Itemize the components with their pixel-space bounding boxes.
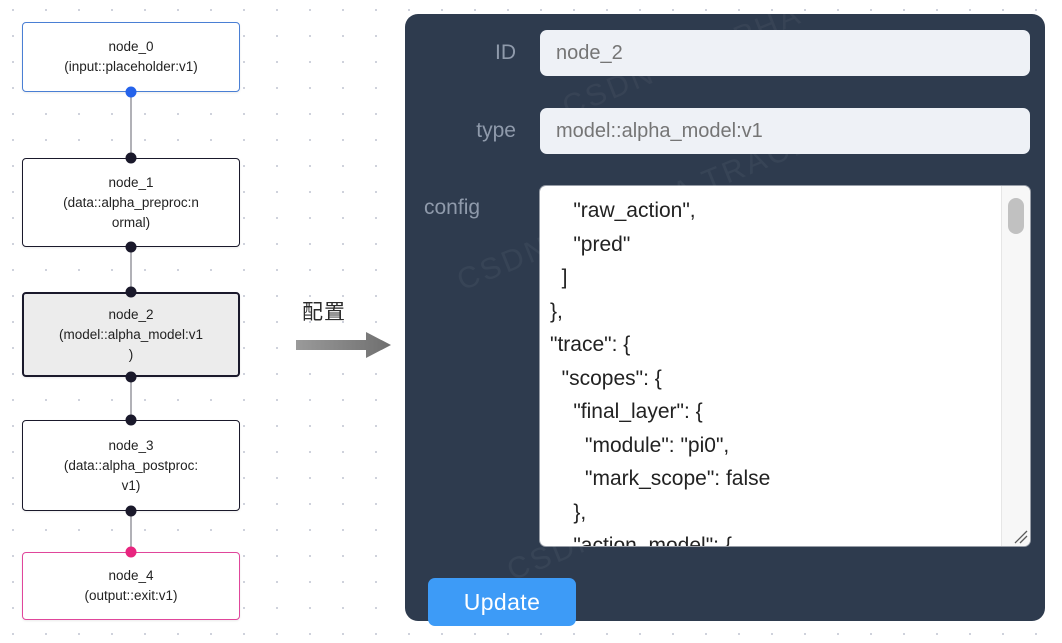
node-handle-node_3-source[interactable] [125,505,137,517]
edge-node3-node4 [130,511,132,552]
resize-grip-icon[interactable] [1012,528,1028,544]
arrow-right-icon [296,332,391,358]
id-field-label: ID [495,41,516,64]
node-handle-node_4-target[interactable] [125,546,137,558]
type-input[interactable] [540,108,1030,154]
graph-node-node_3[interactable]: node_3 (data::alpha_postproc: v1) [22,420,240,511]
transition-annotation: 配置 [296,296,396,362]
node-handle-node_1-source[interactable] [125,241,137,253]
edge-node1-node2 [130,247,132,292]
graph-node-label: node_2 (model::alpha_model:v1 ) [58,306,204,362]
config-textarea-wrapper: "raw_action", "pred" ] }, "trace": { "sc… [540,186,1030,546]
graph-node-node_4[interactable]: node_4 (output::exit:v1) [22,552,240,620]
id-input[interactable] [540,30,1030,76]
graph-node-label: node_3 (data::alpha_postproc: v1) [63,437,199,493]
node-handle-node_0-source[interactable] [125,86,137,98]
config-scrollbar[interactable] [1001,186,1030,546]
graph-node-label: node_1 (data::alpha_preproc:n ormal) [63,174,199,230]
graph-node-label: node_4 (output::exit:v1) [84,568,178,603]
graph-node-label: node_0 (input::placeholder:v1) [64,39,198,74]
field-row-id: ID [424,30,1034,76]
node-handle-node_2-source[interactable] [125,371,137,383]
edge-node0-node1 [130,92,132,158]
node-handle-node_1-target[interactable] [125,152,137,164]
config-textarea[interactable]: "raw_action", "pred" ] }, "trace": { "sc… [550,199,771,546]
transition-label: 配置 [302,301,346,324]
graph-node-node_0[interactable]: node_0 (input::placeholder:v1) [22,22,240,92]
update-button[interactable]: Update [428,578,576,626]
graph-node-node_2[interactable]: node_2 (model::alpha_model:v1 ) [22,292,240,377]
config-field-label: config [424,196,481,219]
node-handle-node_2-target[interactable] [125,286,137,298]
edge-node2-node3 [130,377,132,420]
graph-node-node_1[interactable]: node_1 (data::alpha_preproc:n ormal) [22,158,240,247]
node-handle-node_3-target[interactable] [125,414,137,426]
config-scrollbar-thumb[interactable] [1008,198,1024,234]
type-field-label: type [476,119,516,142]
field-row-type: type [424,108,1034,154]
